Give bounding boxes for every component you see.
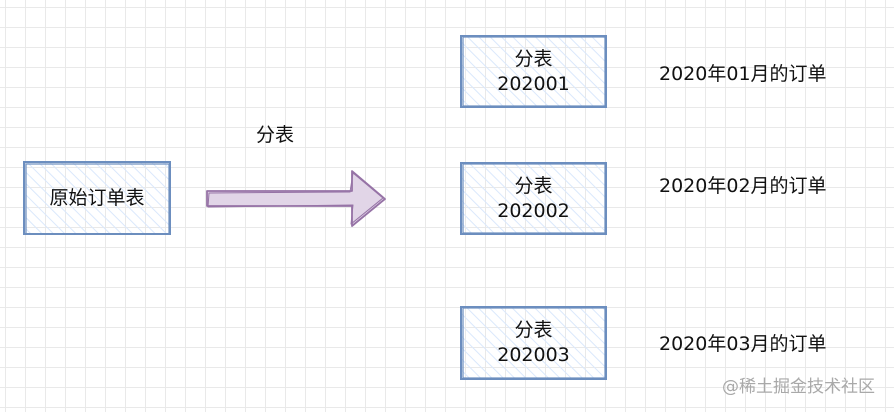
- partition-1-code: 202001: [497, 72, 570, 95]
- partition-box-2[interactable]: [460, 162, 607, 235]
- partition-3-code: 202003: [497, 344, 570, 366]
- partition-box-2-label: 分表 202002: [461, 163, 606, 234]
- arrow-label: 分表: [256, 124, 295, 146]
- partition-box-3[interactable]: [460, 306, 607, 380]
- partition-2-note: 2020年02月的订单: [659, 175, 827, 197]
- partition-1-note: 2020年01月的订单: [659, 63, 827, 85]
- source-table-box[interactable]: [23, 161, 171, 235]
- source-table-label: 原始订单表: [24, 162, 170, 234]
- partition-box-3-label: 分表 202003: [461, 307, 606, 379]
- partition-box-1-label: 分表 202001: [461, 36, 606, 107]
- partition-arrow[interactable]: [206, 170, 386, 227]
- partition-3-title: 分表: [514, 319, 553, 341]
- partition-1-title: 分表: [514, 47, 553, 70]
- partition-box-1[interactable]: [460, 35, 607, 108]
- partition-2-code: 202002: [497, 199, 570, 222]
- watermark: @稀土掘金技术社区: [722, 377, 875, 397]
- partition-3-note: 2020年03月的订单: [659, 333, 827, 355]
- partition-2-title: 分表: [514, 174, 553, 197]
- source-table-text: 原始订单表: [49, 186, 145, 209]
